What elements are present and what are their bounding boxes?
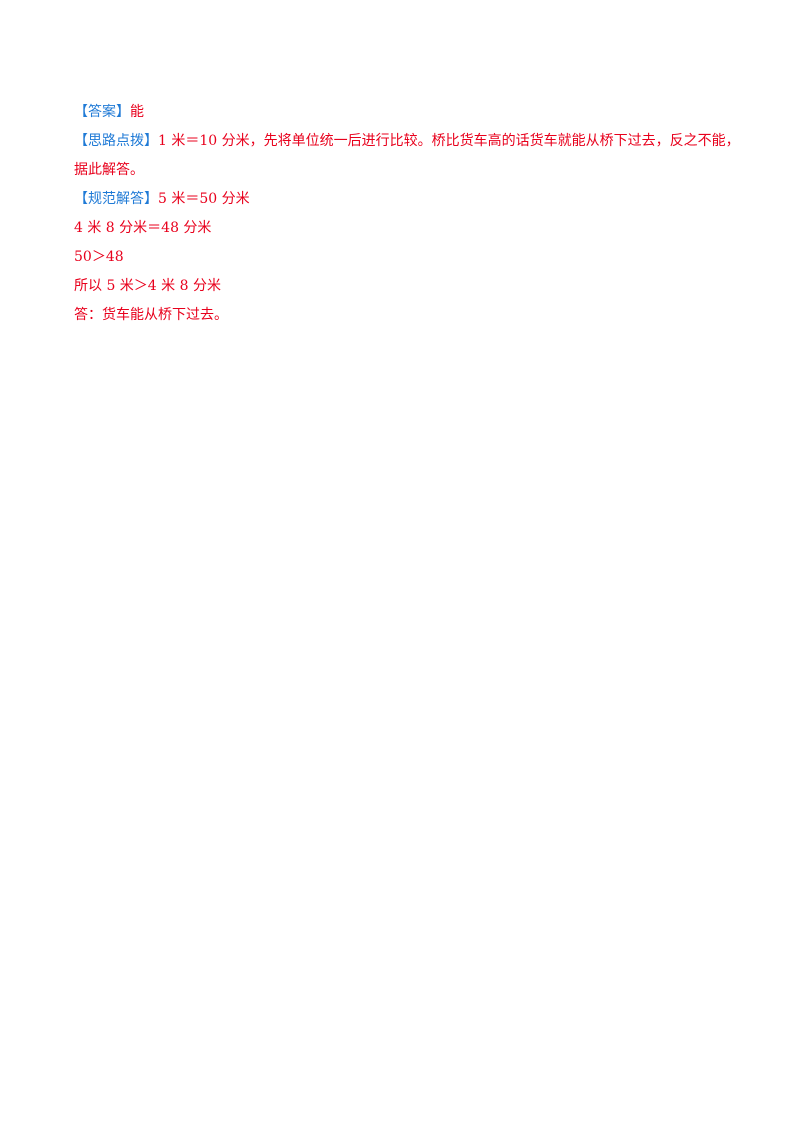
solution-line-5: 答：货车能从桥下过去。 [74, 301, 734, 330]
hint-text-2: 据此解答。 [74, 162, 144, 178]
solution-line-3: 50＞48 [74, 243, 734, 272]
solution-text-4: 所以 5 米＞4 米 8 分米 [74, 278, 221, 294]
answer-tag: 【答案】 [74, 104, 130, 120]
solution-text-1: 5 米＝50 分米 [158, 191, 250, 207]
solution-line-4: 所以 5 米＞4 米 8 分米 [74, 272, 734, 301]
answer-line: 【答案】能 [74, 98, 734, 127]
hint-line-1: 【思路点拨】1 米＝10 分米，先将单位统一后进行比较。桥比货车高的话货车就能从… [74, 127, 740, 156]
solution-text-5: 答：货车能从桥下过去。 [74, 307, 228, 323]
hint-tag: 【思路点拨】 [74, 133, 158, 149]
document-content: 【答案】能 【思路点拨】1 米＝10 分米，先将单位统一后进行比较。桥比货车高的… [74, 98, 740, 330]
hint-text-1: 1 米＝10 分米，先将单位统一后进行比较。桥比货车高的话货车就能从桥下过去，反… [158, 133, 740, 149]
solution-text-2: 4 米 8 分米＝48 分米 [74, 220, 212, 236]
solution-tag: 【规范解答】 [74, 191, 158, 207]
hint-line-2: 据此解答。 [74, 156, 734, 185]
solution-text-3: 50＞48 [74, 249, 124, 265]
solution-line-2: 4 米 8 分米＝48 分米 [74, 214, 734, 243]
solution-line-1: 【规范解答】5 米＝50 分米 [74, 185, 734, 214]
answer-text: 能 [130, 104, 144, 120]
